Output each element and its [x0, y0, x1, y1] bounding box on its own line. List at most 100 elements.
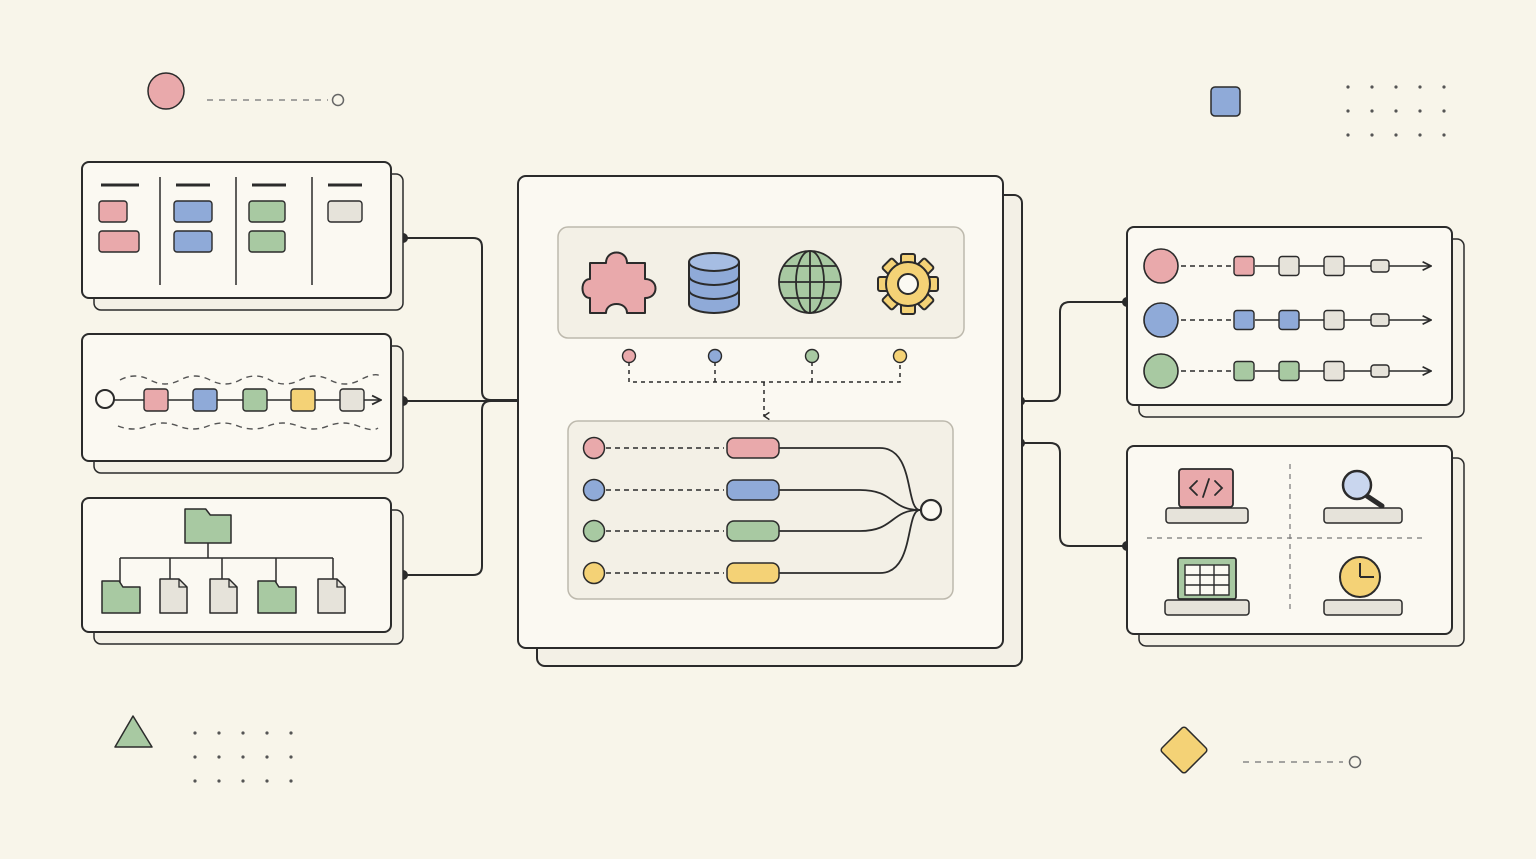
- grid-dot: [1370, 85, 1374, 89]
- grid-dot: [217, 755, 221, 759]
- connector-end-node: [331, 93, 345, 107]
- grid-dot: [1442, 109, 1446, 113]
- lane-step: [1323, 360, 1345, 382]
- wavy-line-top: [119, 373, 381, 385]
- grid-dot: [289, 731, 293, 735]
- lane-step: [1278, 255, 1300, 277]
- grid-dot: [1346, 85, 1350, 89]
- dot-grid: [193, 731, 293, 783]
- file-tree-panel: [81, 497, 404, 645]
- grid-dot: [1394, 133, 1398, 137]
- lane-step: [1323, 309, 1345, 331]
- tool-grid-dividers: [1147, 464, 1425, 614]
- kanban-card: [248, 200, 286, 223]
- grid-dot: [1418, 133, 1422, 137]
- blue-square-shape: [1210, 86, 1241, 117]
- folder-icon: [184, 508, 232, 544]
- merge-stage-pill: [726, 520, 780, 542]
- integration-dots: [621, 348, 908, 364]
- connector-end-node: [1348, 755, 1362, 769]
- kanban-card: [173, 230, 213, 253]
- timeline-steps: [143, 388, 365, 412]
- pie-chart-icon: [1323, 556, 1403, 616]
- puzzle-icon: [581, 251, 657, 314]
- pipeline-lanes-panel: [1126, 226, 1465, 418]
- grid-dot: [1442, 133, 1446, 137]
- integration-dot: [892, 348, 908, 364]
- merge-stage-pill: [726, 437, 780, 459]
- file-icon: [317, 578, 346, 614]
- kanban-dividers: [159, 177, 313, 285]
- lane-step: [1370, 259, 1390, 273]
- lane-step: [1278, 309, 1300, 331]
- folder-icon: [257, 580, 297, 614]
- lane-step: [1233, 360, 1255, 382]
- grid-dot: [217, 779, 221, 783]
- grid-dot: [265, 779, 269, 783]
- center-integration-hub: [517, 175, 1023, 667]
- lane-step: [1370, 364, 1390, 378]
- lane-step: [1323, 255, 1345, 277]
- timeline-step: [339, 388, 365, 412]
- merge-output-node: [919, 498, 943, 522]
- tree-children: [101, 578, 346, 614]
- pipeline-lanes: [1143, 248, 1431, 389]
- kanban-card: [98, 230, 140, 253]
- file-fold: [228, 579, 237, 588]
- lane-source-node: [1143, 353, 1179, 389]
- kanban-card: [98, 200, 128, 223]
- right-connectors: [1020, 301, 1127, 547]
- tool-grid-panel: [1126, 445, 1465, 647]
- wavy-line-bottom: [117, 422, 379, 431]
- lane-step: [1370, 313, 1390, 327]
- merge-curves: [779, 447, 921, 574]
- yellow-diamond-shape: [1160, 726, 1208, 774]
- kanban-cards: [98, 200, 363, 253]
- grid-dot: [1394, 85, 1398, 89]
- timeline-step: [143, 388, 169, 412]
- grid-dot: [241, 779, 245, 783]
- merge-stage-pill: [726, 479, 780, 501]
- decoration-top-right: [1210, 85, 1446, 137]
- integrations-tray: [557, 226, 965, 339]
- timeline-flow-panel: [81, 333, 404, 474]
- grid-dot: [193, 731, 197, 735]
- merge-tray: [567, 420, 954, 600]
- integration-dot: [621, 348, 637, 364]
- kanban-board-panel: [81, 161, 404, 311]
- grid-dot: [1418, 109, 1422, 113]
- merge-stage-pill: [726, 562, 780, 584]
- magnifier-icon: [1323, 469, 1403, 524]
- grid-dot: [265, 731, 269, 735]
- grid-dot: [1346, 133, 1350, 137]
- grid-dot: [241, 755, 245, 759]
- grid-dot: [1370, 109, 1374, 113]
- grid-dot: [1370, 133, 1374, 137]
- integration-dot: [707, 348, 723, 364]
- decoration-bottom-left: [114, 715, 293, 783]
- merge-source-node: [582, 436, 606, 460]
- table-icon: [1164, 557, 1250, 616]
- integration-merge-lines: [628, 362, 901, 421]
- grid-dot: [193, 755, 197, 759]
- timeline-step: [242, 388, 268, 412]
- merge-source-node: [582, 478, 606, 502]
- gear-icon: [877, 253, 939, 315]
- lane-source-node: [1143, 248, 1179, 284]
- globe-icon: [778, 250, 842, 314]
- grid-dot: [289, 755, 293, 759]
- folder-icon: [101, 580, 141, 614]
- grid-dot: [241, 731, 245, 735]
- integration-dot: [804, 348, 820, 364]
- kanban-card: [173, 200, 213, 223]
- tree-branches: [119, 543, 334, 585]
- decoration-top-left: [147, 72, 345, 110]
- grid-dot: [1418, 85, 1422, 89]
- code-icon: [1165, 468, 1249, 524]
- merge-rows: [582, 436, 780, 585]
- lane-step: [1278, 360, 1300, 382]
- timeline-step: [290, 388, 316, 412]
- merge-source-node: [582, 561, 606, 585]
